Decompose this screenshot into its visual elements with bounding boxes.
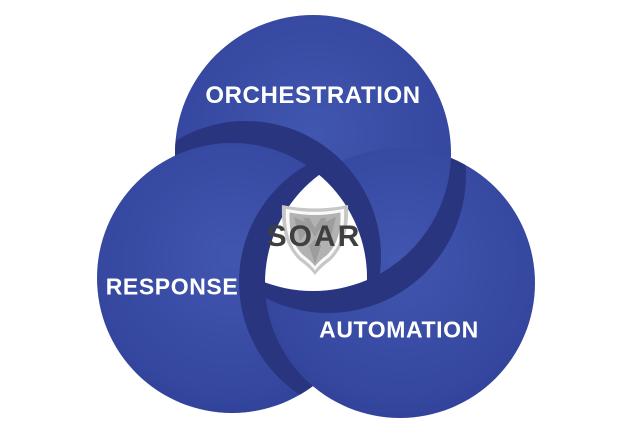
soar-center-label: SOAR (266, 220, 362, 253)
soar-shield-icon (281, 205, 349, 275)
automation-label: AUTOMATION (319, 316, 479, 343)
response-label: RESPONSE (105, 273, 239, 300)
orchestration-label: ORCHESTRATION (205, 82, 421, 109)
